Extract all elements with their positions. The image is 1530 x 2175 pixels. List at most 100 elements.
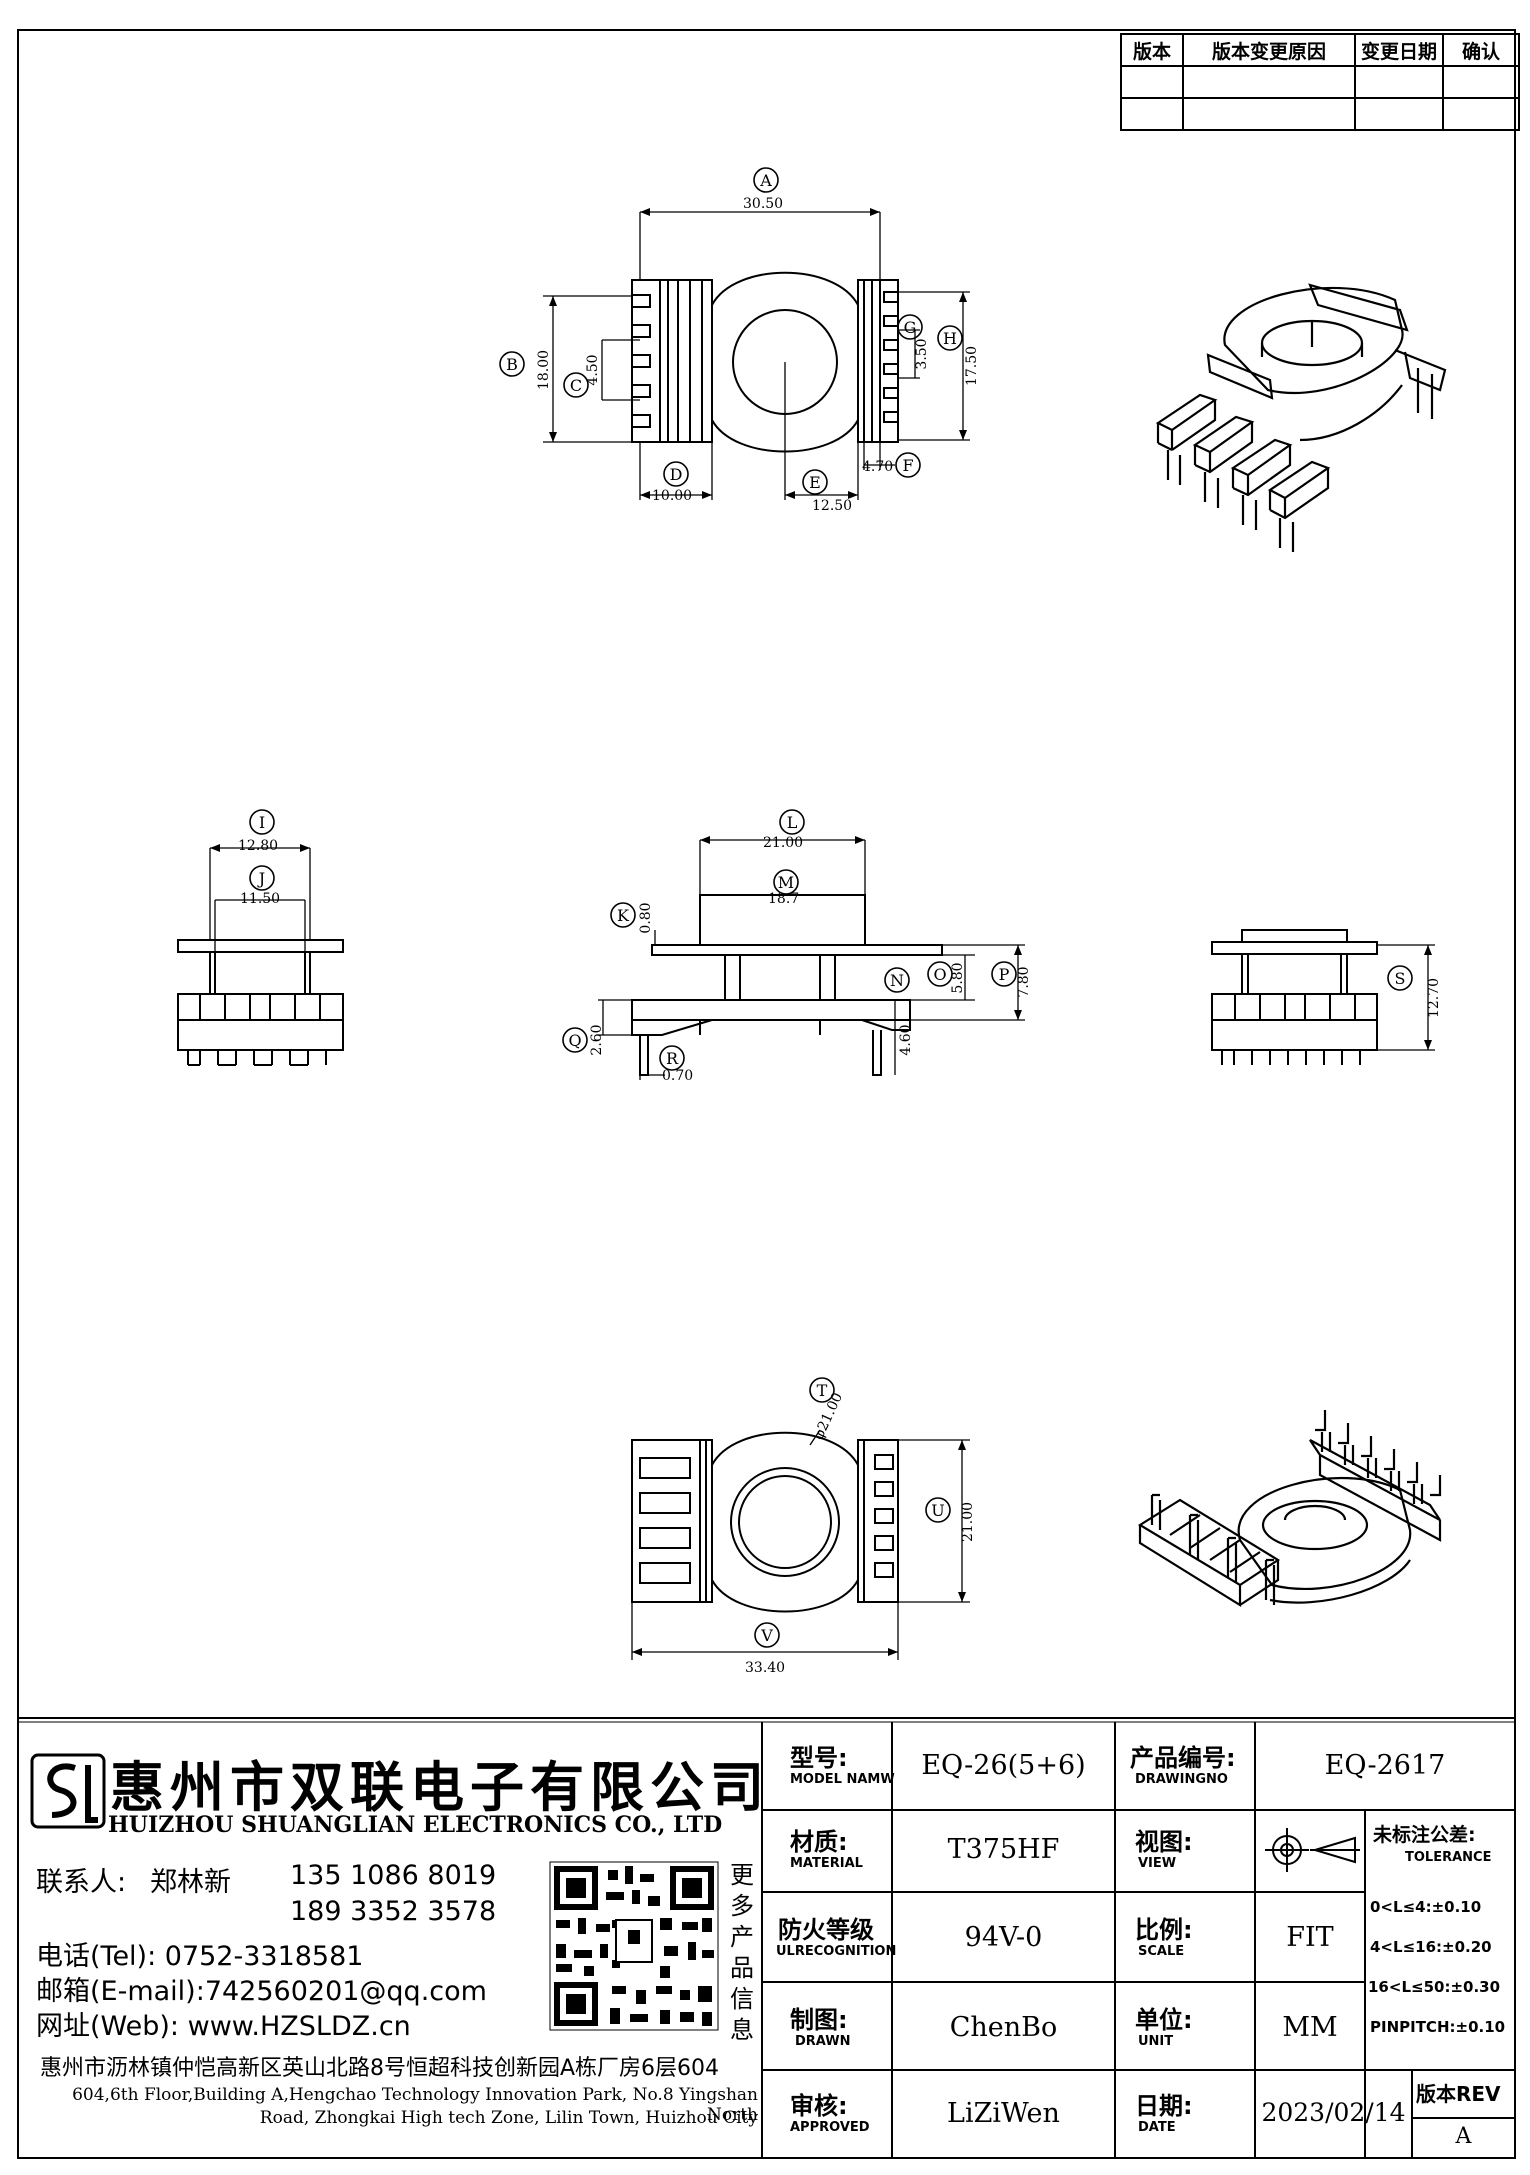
side-view-left xyxy=(177,939,344,1066)
date-label: 日期: xyxy=(1135,2092,1193,2120)
dim-P: 7.80 xyxy=(1016,966,1032,997)
iso-view-bottom xyxy=(1137,1410,1442,1607)
rev-col-reason: 版本变更原因 xyxy=(1182,33,1356,67)
qr-side-text: 更 多 产 品 信 息 xyxy=(727,1860,757,2046)
rev-col-version: 版本 xyxy=(1120,33,1184,67)
address-cn: 惠州市沥林镇仲恺高新区英山北路8号恒超科技创新园A栋厂房6层604 xyxy=(40,2056,720,2081)
qr-side-char: 息 xyxy=(730,2016,754,2044)
dim-K: 0.80 xyxy=(638,902,654,933)
tolerance-rule-2: 4<L≤16:±0.20 xyxy=(1370,1938,1492,1956)
contact-phone-2: 189 3352 3578 xyxy=(290,1896,497,1927)
revision-row xyxy=(1120,97,1520,131)
callout-U: U xyxy=(931,1501,944,1520)
drawn-sublabel: DRAWN xyxy=(795,2034,851,2049)
material-label: 材质: xyxy=(790,1828,848,1856)
callout-F: F xyxy=(902,456,913,475)
callout-I: I xyxy=(259,813,265,832)
material-sublabel: MATERIAL xyxy=(790,1856,863,1871)
drawingno-value: EQ-2617 xyxy=(1324,1750,1446,1781)
model-value: EQ-26(5+6) xyxy=(921,1750,1086,1781)
address-en-line1: 604,6th Floor,Building A,Hengchao Techno… xyxy=(72,2085,758,2125)
dim-L: 21.00 xyxy=(763,835,803,851)
rev-cell xyxy=(1354,97,1444,131)
callout-E: E xyxy=(809,473,821,492)
rev-cell xyxy=(1182,65,1356,99)
scale-label: 比例: xyxy=(1135,1916,1193,1944)
dim-N: 4.60 xyxy=(898,1024,914,1055)
revision-label: 版本REV xyxy=(1416,2082,1501,2106)
callout-L: L xyxy=(787,813,798,832)
tel-line: 电话(Tel): 0752-3318581 xyxy=(36,1941,364,1972)
dim-J: 11.50 xyxy=(240,891,280,907)
contact-label: 联系人: xyxy=(36,1867,127,1898)
drawingno-sublabel: DRAWINGNO xyxy=(1135,1772,1228,1787)
unit-value: MM xyxy=(1282,2012,1338,2043)
callout-P: P xyxy=(999,965,1010,984)
unit-label: 单位: xyxy=(1135,2006,1193,2034)
callout-M: M xyxy=(778,873,794,892)
title-block-grid xyxy=(761,1722,1515,2158)
view-label: 视图: xyxy=(1135,1828,1193,1856)
dim-F: 4.70 xyxy=(862,459,893,475)
company-logo xyxy=(30,1753,106,1829)
dim-B: 18.00 xyxy=(536,350,552,390)
view-sublabel: VIEW xyxy=(1138,1856,1177,1871)
date-value: 2023/02/14 xyxy=(1261,2098,1406,2127)
side-view-right xyxy=(1211,929,1378,1065)
web-link[interactable]: 网址(Web): www.HZSLDZ.cn xyxy=(36,2011,411,2042)
rev-cell xyxy=(1182,97,1356,131)
dim-M: 18.7 xyxy=(768,891,799,907)
company-name-en: HUIZHOU SHUANGLIAN ELECTRONICS CO., LTD xyxy=(108,1812,723,1838)
revision-value: A xyxy=(1455,2124,1472,2149)
drawn-value: ChenBo xyxy=(949,2012,1058,2043)
dim-Q: 2.60 xyxy=(589,1024,605,1055)
callout-B: B xyxy=(506,355,518,374)
callout-V: V xyxy=(760,1626,773,1645)
fire-rating-label: 防火等级 xyxy=(778,1916,874,1944)
callout-T: T xyxy=(817,1381,828,1400)
company-name-cn: 惠州市双联电子有限公司 xyxy=(110,1755,770,1819)
rev-cell xyxy=(1120,65,1184,99)
qr-side-char: 品 xyxy=(730,1954,754,1982)
callout-N: N xyxy=(890,971,904,990)
callout-K: K xyxy=(617,906,630,925)
callout-D: D xyxy=(670,465,683,484)
tolerance-sublabel: TOLERANCE xyxy=(1405,1850,1492,1865)
email-link[interactable]: 邮箱(E-mail):742560201@qq.com xyxy=(36,1976,487,2007)
revision-header-row: 版本 版本变更原因 变更日期 确认 xyxy=(1120,33,1520,67)
callout-H: H xyxy=(943,329,957,348)
dim-G: 3.50 xyxy=(914,338,930,369)
qr-side-char: 更 xyxy=(730,1861,754,1889)
dim-S: 12.70 xyxy=(1426,978,1442,1018)
dim-R: 0.70 xyxy=(662,1068,693,1084)
approved-label: 审核: xyxy=(790,2092,848,2120)
contact-phone-1: 135 1086 8019 xyxy=(290,1860,497,1891)
rev-col-date: 变更日期 xyxy=(1354,33,1444,67)
scale-value: FIT xyxy=(1286,1922,1334,1953)
callout-A: A xyxy=(759,171,772,190)
dim-I: 12.80 xyxy=(238,838,278,854)
fire-rating-sublabel: ULRECOGNITION xyxy=(776,1944,897,1959)
callout-R: R xyxy=(666,1049,679,1068)
qr-side-char: 产 xyxy=(730,1923,754,1951)
revision-row xyxy=(1120,65,1520,99)
callout-S: S xyxy=(1395,969,1406,988)
approved-sublabel: APPROVED xyxy=(790,2120,870,2135)
model-label: 型号: xyxy=(790,1744,848,1772)
dim-V: 33.40 xyxy=(745,1660,785,1676)
tolerance-rule-4: PINPITCH:±0.10 xyxy=(1370,2018,1506,2036)
qr-side-char: 信 xyxy=(730,1985,754,2013)
address-en-line2: Road, Zhongkai High tech Zone, Lilin Tow… xyxy=(259,2108,758,2128)
unit-sublabel: UNIT xyxy=(1138,2034,1174,2049)
dim-C: 4.50 xyxy=(585,354,601,385)
callout-C: C xyxy=(570,376,582,395)
dim-H: 17.50 xyxy=(964,346,980,386)
approved-value: LiZiWen xyxy=(947,2098,1060,2129)
projection-symbol xyxy=(1265,1828,1360,1872)
top-view xyxy=(631,271,899,453)
revision-table: 版本 版本变更原因 变更日期 确认 xyxy=(1120,33,1520,131)
fire-rating-value: 94V-0 xyxy=(964,1922,1043,1953)
drawingno-label: 产品编号: xyxy=(1130,1744,1236,1772)
dim-E: 12.50 xyxy=(812,498,852,514)
